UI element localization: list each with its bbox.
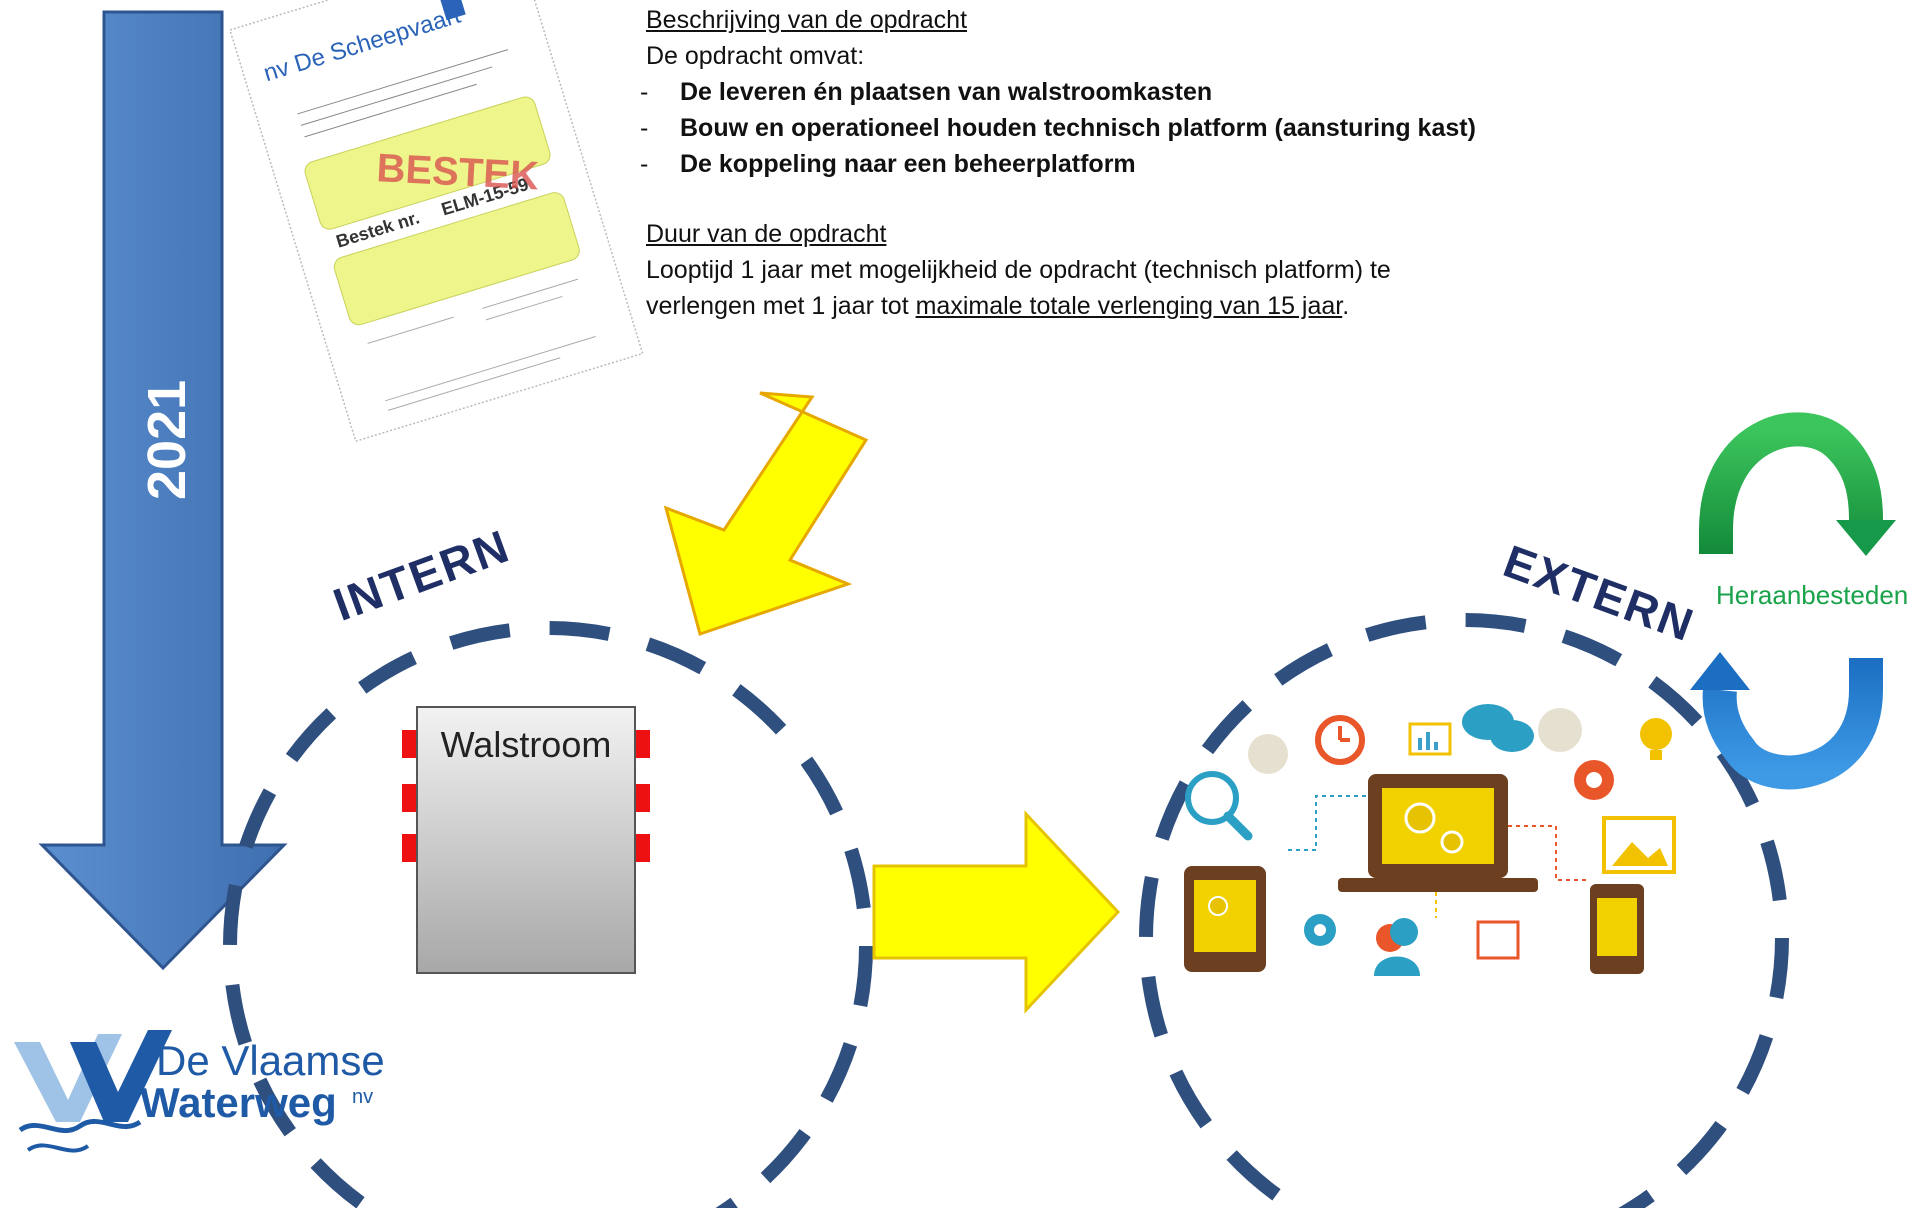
duration-line2-prefix: verlengen met 1 jaar tot: [646, 292, 916, 320]
description-item: - Bouw en operationeel houden technisch p…: [640, 110, 1476, 146]
list-bullet: -: [640, 150, 649, 178]
walstroom-cabinet: Walstroom: [416, 706, 636, 974]
description-item: - De koppeling naar een beheerplatform: [640, 146, 1136, 182]
vlaamse-waterweg-logo-mark: [14, 1030, 172, 1153]
intern-dashed-circle: [223, 621, 873, 1208]
list-bullet: -: [640, 78, 649, 106]
digital-platform-illustration: [1184, 704, 1676, 976]
timeline-year: 2021: [137, 379, 197, 500]
duration-heading: Duur van de opdracht: [646, 220, 887, 248]
duration-line2-underlined: maximale totale verlenging van 15 jaar: [915, 292, 1343, 320]
reaward-green-arrow-icon: [1699, 412, 1896, 556]
duration-line2-suffix: .: [1342, 292, 1350, 320]
description-heading: Beschrijving van de opdracht: [646, 6, 968, 34]
logo-suffix: nv: [352, 1086, 374, 1108]
walstroom-label: Walstroom: [440, 724, 612, 765]
document-stamp: BESTEK: [376, 146, 540, 198]
reaward-label: Heraanbesteden: [1716, 580, 1909, 610]
description-item: - De leveren én plaatsen van walstroomkas…: [640, 74, 1212, 110]
description-item-text: De leveren én plaatsen van walstroomkast…: [680, 78, 1213, 106]
transition-yellow-arrow: [872, 810, 1121, 1014]
walstroom-ports: [402, 730, 650, 862]
description-item-text: Bouw en operationeel houden technisch pl…: [680, 114, 1476, 142]
bestek-document-image: nv De Scheepvaart Bestek nr. ELM-15-59 B…: [229, 0, 644, 443]
description-intro: De opdracht omvat:: [646, 42, 865, 70]
input-yellow-arrow: [663, 391, 869, 636]
logo-text-line1: De Vlaamse: [156, 1037, 385, 1084]
description-item-text: De koppeling naar een beheerplatform: [680, 150, 1136, 178]
duration-line1: Looptijd 1 jaar met mogelijkheid de opdr…: [646, 256, 1391, 284]
timeline-arrow: [38, 10, 288, 971]
list-bullet: -: [640, 114, 649, 142]
extern-dashed-circle: [1139, 613, 1789, 1208]
logo-text-line2: Waterweg: [140, 1079, 337, 1126]
duration-line2: verlengen met 1 jaar tot maximale totale…: [646, 288, 1349, 324]
reaward-blue-arrow-icon: [1690, 652, 1883, 790]
